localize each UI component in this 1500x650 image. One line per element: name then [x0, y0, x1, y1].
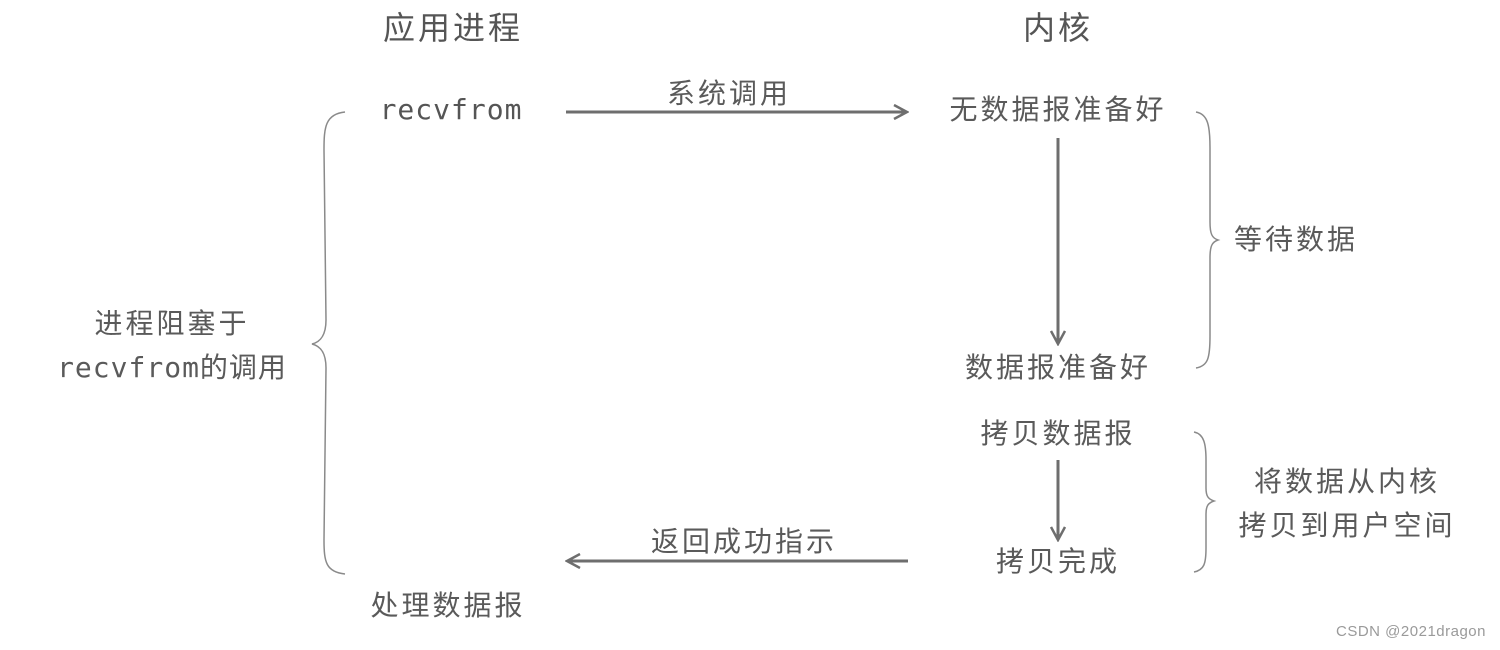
- watermark: CSDN @2021dragon: [1336, 623, 1486, 640]
- copy-done-label: 拷贝完成: [995, 545, 1121, 578]
- wait-data-brace: [1195, 111, 1221, 369]
- copy-datagram-label: 拷贝数据报: [980, 417, 1136, 450]
- blocked-line-2: recvfrom的调用: [57, 351, 287, 384]
- wait-data-label: 等待数据: [1234, 223, 1359, 256]
- copy-kernel-to-user-label: 将数据从内核 拷贝到用户空间: [1222, 460, 1472, 548]
- copy-line-1: 将数据从内核: [1253, 465, 1440, 498]
- system-call-label: 系统调用: [666, 77, 792, 110]
- copy-line-2: 拷贝到用户空间: [1238, 509, 1456, 542]
- recvfrom-label: recvfrom: [379, 93, 523, 126]
- blocked-brace: [311, 111, 346, 575]
- return-success-label: 返回成功指示: [650, 525, 838, 558]
- handle-datagram-label: 处理数据报: [370, 589, 526, 622]
- header-kernel: 内核: [1022, 9, 1094, 47]
- no-datagram-ready-label: 无数据报准备好: [949, 93, 1167, 126]
- blocked-in-recvfrom-label: 进程阻塞于 recvfrom的调用: [44, 302, 300, 390]
- blocked-line-1: 进程阻塞于: [94, 307, 250, 340]
- datagram-ready-label: 数据报准备好: [964, 351, 1152, 384]
- header-app-process: 应用进程: [382, 9, 524, 47]
- copy-data-brace: [1193, 431, 1217, 573]
